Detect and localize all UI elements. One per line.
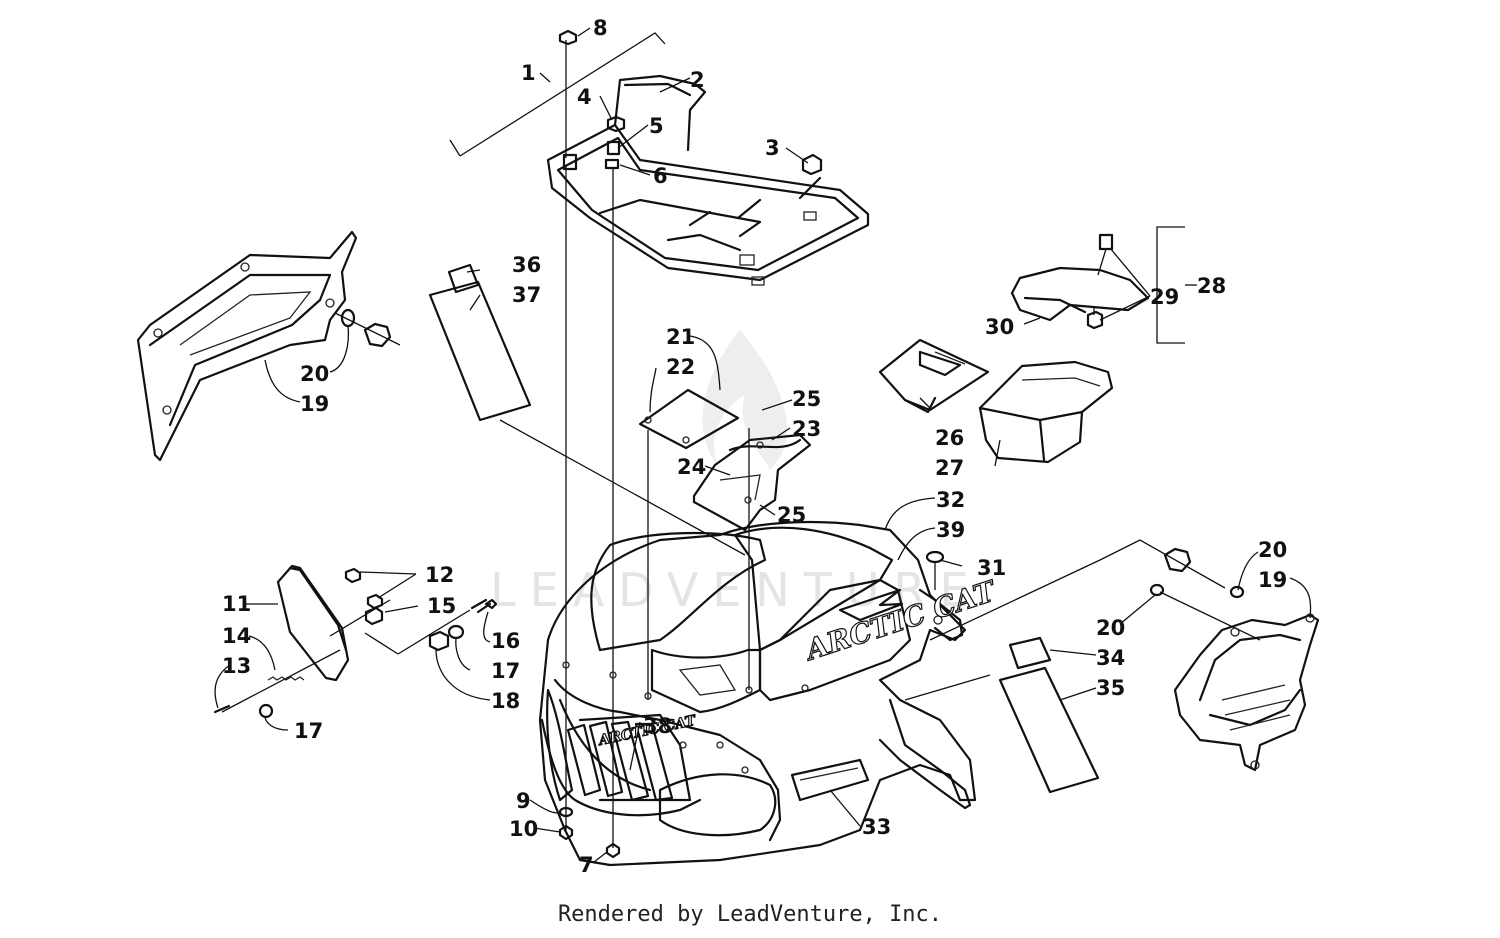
callout-10: 10 — [509, 817, 538, 841]
callout-18: 18 — [491, 689, 520, 713]
callout-19-right: 19 — [1258, 568, 1287, 592]
callout-14: 14 — [222, 624, 251, 648]
callout-32: 32 — [936, 488, 965, 512]
callout-1: 1 — [521, 61, 536, 85]
callout-37: 37 — [512, 283, 541, 307]
callout-7: 7 — [579, 853, 594, 877]
fastener-nuts — [558, 806, 621, 859]
callout-28: 28 — [1197, 274, 1226, 298]
callout-17-right: 17 — [491, 659, 520, 683]
callout-labels: 8 1 2 4 5 3 6 36 37 20 19 21 22 25 23 24… — [222, 16, 1287, 877]
left-decals — [428, 263, 746, 556]
right-panel-fastener — [929, 539, 1261, 641]
rack-hardware — [558, 29, 823, 176]
callout-27: 27 — [935, 456, 964, 480]
front-rack — [546, 74, 870, 286]
callout-20-left: 20 — [300, 362, 329, 386]
callout-21: 21 — [666, 325, 695, 349]
fastener-lines — [565, 40, 750, 848]
watermark-flame-icon — [702, 330, 787, 470]
callout-11: 11 — [222, 592, 251, 616]
callout-15: 15 — [427, 594, 456, 618]
callout-4: 4 — [577, 85, 592, 109]
right-decals — [904, 636, 1100, 794]
callout-30: 30 — [985, 315, 1014, 339]
callout-9: 9 — [516, 789, 531, 813]
center-access-cover — [638, 388, 812, 532]
footer-credit: Rendered by LeadVenture, Inc. — [557, 902, 943, 927]
callout-6: 6 — [653, 164, 668, 188]
headlight-assembly — [213, 564, 498, 719]
right-side-panel — [1173, 613, 1320, 772]
callout-20-right-top: 20 — [1258, 538, 1287, 562]
callout-25-top: 25 — [792, 387, 821, 411]
callout-17-left: 17 — [294, 719, 323, 743]
callout-31: 31 — [977, 556, 1006, 580]
callout-36: 36 — [512, 253, 541, 277]
callout-23: 23 — [792, 417, 821, 441]
callout-39: 39 — [936, 518, 965, 542]
cat-logo-icon — [838, 588, 904, 622]
callout-35: 35 — [1096, 676, 1125, 700]
callout-3: 3 — [765, 136, 780, 160]
callout-2: 2 — [690, 68, 705, 92]
left-side-panel — [136, 230, 358, 462]
storage-lid-assembly — [1010, 233, 1150, 330]
callout-25-bottom: 25 — [777, 503, 806, 527]
callout-16: 16 — [491, 629, 520, 653]
callout-24: 24 — [677, 455, 706, 479]
callout-22: 22 — [666, 355, 695, 379]
callout-20-right: 20 — [1096, 616, 1125, 640]
callout-19-left: 19 — [300, 392, 329, 416]
callout-8: 8 — [593, 16, 608, 40]
storage-tray — [878, 338, 990, 414]
callout-34: 34 — [1096, 646, 1125, 670]
rack-assembly-bracket — [449, 32, 666, 157]
callout-26: 26 — [935, 426, 964, 450]
callout-5: 5 — [649, 114, 664, 138]
callout-38: 38 — [643, 714, 672, 738]
callout-13: 13 — [222, 654, 251, 678]
left-panel-fastener — [334, 308, 401, 348]
leader-lines — [214, 27, 1312, 863]
callout-29: 29 — [1150, 285, 1179, 309]
callout-12: 12 — [425, 563, 454, 587]
callout-33: 33 — [862, 815, 891, 839]
storage-box — [978, 360, 1114, 464]
